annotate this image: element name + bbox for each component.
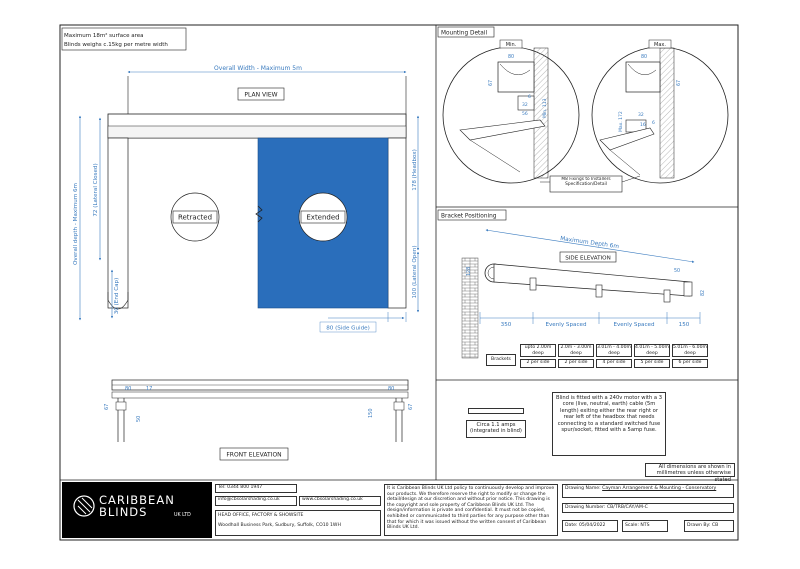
front-elevation-label: FRONT ELEVATION [226, 452, 281, 459]
front-dim-80-left: 80 [125, 386, 131, 392]
logo-line1: CARIBBEAN [99, 493, 175, 507]
address-line: Woodhall Business Park, Sudbury, Suffolk… [218, 522, 341, 528]
mounting-min-label: Min. [506, 42, 517, 48]
drawn-by-cell: Drawn By: CB [684, 520, 734, 532]
wall [461, 257, 479, 359]
plan-view-label-box [237, 87, 285, 101]
extended-label: Extended [306, 214, 339, 222]
max-dim-80: 80 [641, 54, 647, 60]
min-dim-67: 67 [488, 80, 494, 86]
address-block: HEAD OFFICE, FACTORY & SHOWSITE Woodhall… [215, 510, 381, 536]
bracket-value-4: 6 per side [672, 359, 708, 368]
fixings-note: M8 Fixings to Installers Specification/D… [561, 177, 611, 187]
max-dim-6: 6 [652, 120, 655, 126]
bracket-table: Brackets upto 2.00m deep 2.0m - 3.00m de… [486, 344, 708, 368]
header-note-box [61, 27, 187, 51]
logo-line2: BLINDS [99, 505, 147, 519]
plan-view-label: PLAN VIEW [244, 92, 277, 99]
brackets-label: Brackets [486, 354, 516, 366]
overall-width-label: Overall Width - Maximum 5m [214, 65, 302, 72]
policy-text: It is Caribbean Blinds UK Ltd policy to … [384, 484, 558, 536]
bracket-dim-128: 128 [466, 267, 472, 276]
logo-mark-icon [73, 495, 95, 517]
mounting-min-detail [442, 46, 580, 184]
bracket-value-1: 2 per side [558, 359, 594, 368]
tel-field: Tel: 0344 800 1947 [215, 484, 297, 493]
max-dim-32: 32 [638, 112, 644, 118]
min-dim-56: 56 [522, 111, 528, 117]
min-dim-80: 80 [508, 54, 514, 60]
bracket-value-0: 2 per side [520, 359, 556, 368]
max-dim-16: 16 [640, 122, 646, 128]
bracket-dim-82: 82 [700, 290, 706, 296]
scale-cell: Scale: NTS [622, 520, 668, 532]
bracket-title: Bracket Positioning [441, 214, 497, 220]
lateral-closed-label: 72 (Lateral Closed) [93, 163, 99, 216]
front-dim-80-right: 80 [388, 386, 394, 392]
amps-note: Circa 1.1 amps (integrated in blind) [466, 420, 526, 438]
min-dim-6: 6 [528, 94, 531, 100]
date-cell: Date: 05/04/2022 [562, 520, 618, 532]
bracket-value-3: 5 per side [634, 359, 670, 368]
bracket-header-3: 4.01m - 5.00m deep [634, 344, 670, 357]
office-label: HEAD OFFICE, FACTORY & SHOWSITE [218, 513, 304, 518]
mounting-max-label: Max. [654, 42, 666, 48]
end-cap-label: 30 (End Cap) [114, 278, 120, 315]
bracket-dim-150: 150 [679, 322, 690, 328]
front-dim-150: 150 [368, 408, 374, 418]
dimensions-note: All dimensions are shown in millimetres … [645, 463, 735, 483]
front-dim-67-left: 67 [104, 404, 110, 410]
min-dim-32: 32 [522, 102, 528, 108]
max-172-label: Max. 172 [618, 111, 624, 132]
side-guide-label: 80 (Side Guide) [326, 326, 370, 332]
retracted-label: Retracted [178, 214, 212, 222]
lateral-open-label: 100 (Lateral Open) [412, 246, 418, 299]
side-elevation-label: SIDE ELEVATION [565, 256, 611, 262]
evenly-spaced-2: Evenly Spaced [613, 322, 655, 328]
bracket-header-2: 3.01m - 4.00m deep [596, 344, 632, 357]
headbox-label: 178 (Headbox) [412, 149, 418, 191]
bracket-header-4: 5.01m - 6.00m deep [672, 344, 708, 357]
drawing-name: Cayman Arrangement & Mounting - Conserva… [602, 486, 717, 491]
bracket-dim-50: 50 [674, 268, 680, 274]
motor-description: Blind is fitted with a 240v motor with a… [552, 392, 666, 456]
max-dim-67: 67 [676, 80, 682, 86]
front-dim-67-right: 67 [408, 404, 414, 410]
logo-panel [62, 482, 212, 538]
overall-depth-label: Overall depth - Maximum 6m [73, 183, 79, 265]
bracket-header-0: upto 2.00m deep [520, 344, 556, 357]
bracket-dim-350: 350 [501, 322, 512, 328]
left-lateral-arm [107, 137, 129, 309]
header-note-line2: Blinds weighs c.15kg per metre width [64, 42, 168, 48]
mounting-detail-title: Mounting Detail [441, 31, 487, 37]
drawing-name-cell: Drawing Name: Cayman Arrangement & Mount… [562, 484, 734, 498]
front-dim-17: 17 [146, 386, 152, 392]
email-link[interactable]: info@cbsolarshading.co.uk [215, 496, 297, 506]
header-note-line1: Maximum 18m² surface area [64, 32, 144, 39]
right-side-guide [387, 137, 407, 309]
drawing-number-cell: Drawing Number: CB/TRB/CAY/AM-C [562, 503, 734, 513]
min-113-label: Min. 113 [542, 98, 548, 118]
drawing-name-label: Drawing Name: [565, 486, 601, 491]
motor-tube-icon [468, 408, 524, 414]
mounting-max-detail [591, 46, 729, 184]
front-dim-50: 50 [136, 416, 142, 422]
drawing-number: CB/TRB/CAY/AM-C [606, 505, 648, 510]
evenly-spaced-1: Evenly Spaced [545, 322, 587, 328]
bracket-header-1: 2.0m - 3.00m deep [558, 344, 594, 357]
bracket-value-2: 4 per side [596, 359, 632, 368]
web-link[interactable]: www.cbsolarshading.co.uk [299, 496, 381, 506]
drawing-number-label: Drawing Number: [565, 505, 606, 510]
logo-suffix: UK LTD [174, 512, 191, 518]
